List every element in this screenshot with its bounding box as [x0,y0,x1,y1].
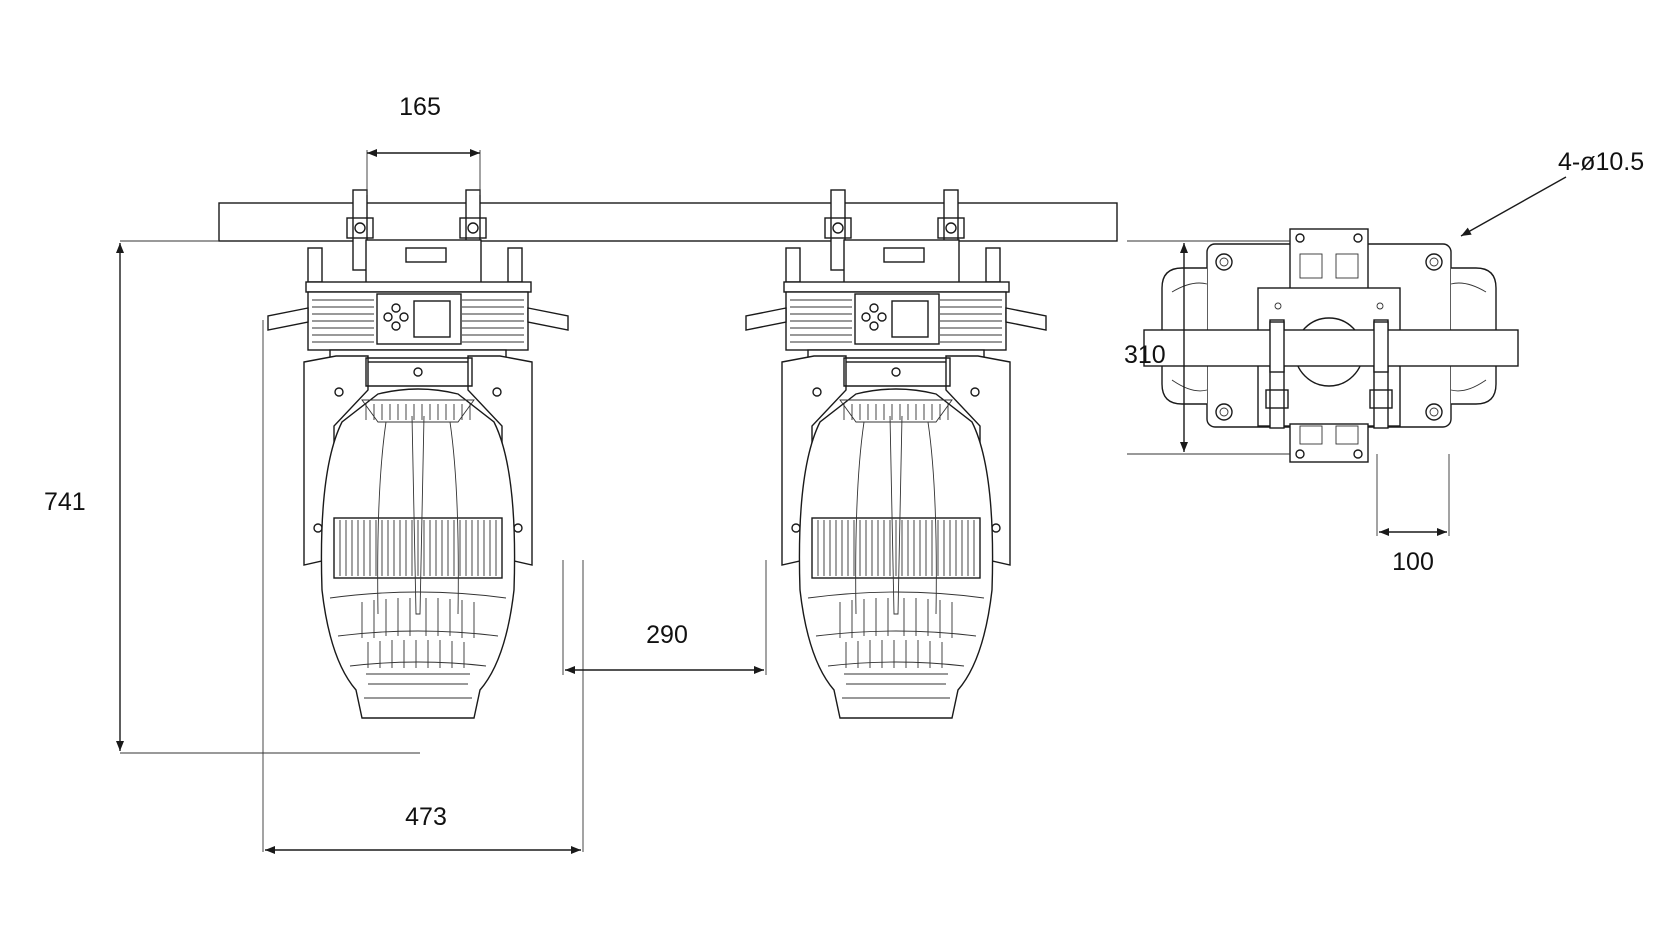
truss-pipe-top-view [1143,329,1519,367]
extension-lines [120,150,1450,852]
dimension-lines [116,149,1567,854]
dim-label-hole-spacing: 100 [1392,548,1434,576]
dim-label-overall-width: 473 [405,803,447,831]
dim-label-bracket-height: 310 [1124,341,1166,369]
dim-label-clamp-spacing: 165 [399,93,441,121]
dim-label-fixture-gap: 290 [646,621,688,649]
truss-pipe-front [218,202,1118,242]
fixture-front-view-right [745,189,1047,719]
dim-label-overall-height: 741 [44,488,86,516]
dim-label-hole-spec: 4-ø10.5 [1558,148,1644,176]
fixture-front-view-left [267,189,569,719]
